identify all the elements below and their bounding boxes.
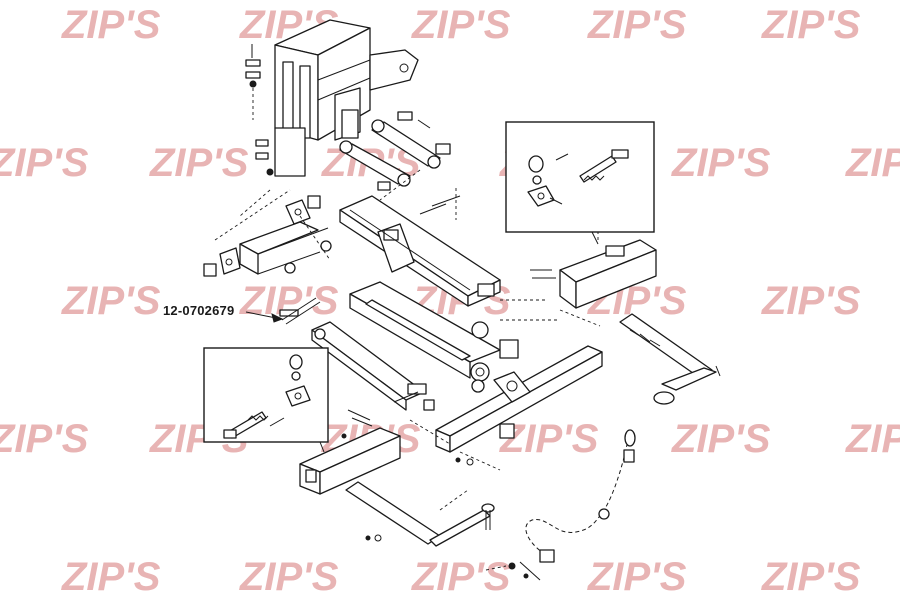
watermark-logo: ZIP'S [61,3,161,47]
upper-frame-bracket [274,19,419,177]
t-handle-rod [619,313,721,405]
detail-inset-left [203,347,329,453]
frame-bolts-top [245,44,274,176]
watermark-logo: ZIP'S [845,417,900,461]
watermark-logo: ZIP'S [149,141,249,185]
lower-cross-beam [435,345,603,466]
assembly-leader-lines [239,169,601,471]
bottom-t-bar [345,481,495,547]
watermark-logo: ZIP'S [761,3,861,47]
part-callout-arrow [245,311,284,323]
parallel-link-arms [339,111,451,191]
watermark-logo: ZIP'S [761,555,861,599]
detail-inset-right [505,121,655,245]
strap-chain [485,429,636,581]
right-receiver-socket [530,220,657,309]
watermark-logo: ZIP'S [761,279,861,323]
hinge-plate-assembly [203,189,332,277]
watermark-logo: ZIP'S [587,555,687,599]
watermark-logo: ZIP'S [411,555,511,599]
part-number-callout: 12-0702679 [163,303,235,318]
central-slide-rail [339,195,501,307]
watermark-logo: ZIP'S [0,417,89,461]
watermark-logo: ZIP'S [671,141,771,185]
watermark-logo: ZIP'S [499,417,599,461]
lower-left-bar [279,297,435,411]
center-tray-beam [349,281,519,393]
watermark-logo: ZIP'S [671,417,771,461]
lower-receiver-socket [299,409,401,495]
watermark-logo: ZIP'S [845,141,900,185]
watermark-logo: ZIP'S [61,555,161,599]
watermark-logo: ZIP'S [239,555,339,599]
watermark-logo: ZIP'S [61,279,161,323]
watermark-logo: ZIP'S [411,3,511,47]
watermark-logo: ZIP'S [587,3,687,47]
watermark-logo: ZIP'S [0,141,89,185]
